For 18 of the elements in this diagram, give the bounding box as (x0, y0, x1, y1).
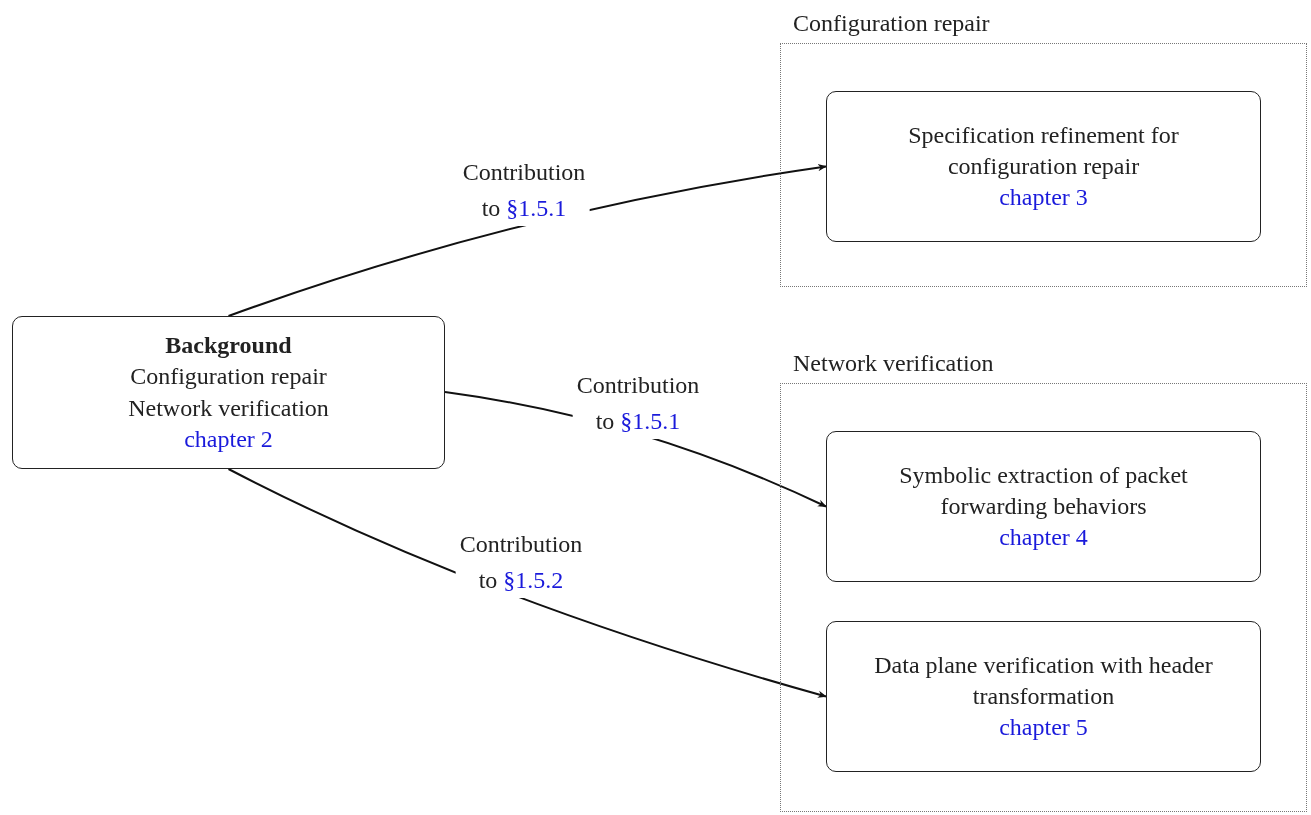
box-text: Specification refinement for configuration repair (907, 120, 1180, 181)
chapter-link: chapter 2 (184, 424, 273, 454)
chapter-link: chapter 3 (999, 183, 1088, 213)
process-box (826, 431, 1261, 582)
process-box (826, 91, 1261, 242)
chapter-link: chapter 5 (999, 713, 1088, 743)
arrow (227, 164, 827, 317)
box-title: Background (165, 331, 292, 361)
arrow (227, 468, 827, 698)
chapter-link: chapter 4 (999, 523, 1088, 553)
process-box (12, 316, 445, 469)
group-heading: Network verification (793, 350, 994, 377)
box-text: Data plane verification with header transformation (873, 650, 1214, 711)
box-text: Configuration repair (130, 362, 327, 392)
process-box (826, 621, 1261, 772)
box-text: Network verification (128, 393, 329, 423)
group-heading: Configuration repair (793, 10, 990, 37)
box-text: Symbolic extraction of packet forwarding behaviors (898, 460, 1189, 521)
